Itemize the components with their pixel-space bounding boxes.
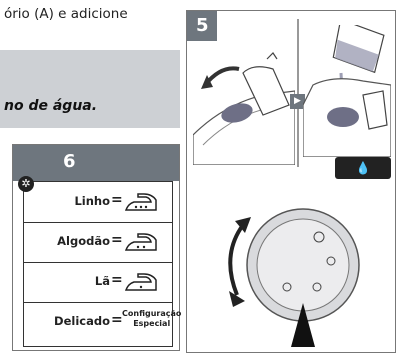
equals-sign: = [111, 312, 123, 328]
setting-row-linho: Linho = [24, 182, 172, 223]
special-line-1: Configuração [122, 309, 182, 318]
setting-row-la: Lã = [24, 262, 172, 303]
setting-label: Delicado [54, 314, 110, 328]
intro-text: ório (A) e adicione [4, 6, 128, 22]
step-divider [297, 19, 299, 167]
special-setting-text: Configuração Especial [122, 309, 181, 329]
water-drop-icon: 💧 [355, 161, 371, 175]
step-5-header: 5 [187, 11, 217, 41]
iron-three-dots-icon [124, 193, 157, 211]
iron-two-dots-icon [124, 233, 157, 251]
step-5-panel: 5 ▶ 💧 330mL [186, 10, 396, 353]
note-banner-text: no de água. [4, 98, 98, 114]
equals-sign: = [111, 272, 123, 288]
dial-rotate-arrow-icon [228, 223, 245, 296]
dial-pointer [291, 303, 315, 347]
steam-dial-illustration [228, 208, 360, 347]
pouring-water-illustration [303, 25, 391, 157]
special-line-2: Especial [133, 319, 171, 328]
step-6-header: 6 [13, 145, 179, 181]
water-amount-badge: 💧 330mL [335, 157, 391, 197]
water-amount-label: 330mL [340, 183, 386, 197]
next-step-arrow-icon: ▶ [290, 94, 305, 109]
setting-label: Linho [74, 194, 110, 208]
iron-one-dot-icon [124, 273, 157, 291]
equals-sign: = [111, 192, 123, 208]
step-6-panel: 6 ✲ Linho = Algodão = Lã = [12, 144, 181, 351]
equals-sign: = [111, 232, 123, 248]
setting-row-algodao: Algodão = [24, 222, 172, 263]
settings-gear-icon: ✲ [18, 176, 34, 192]
fabric-settings-table: ✲ Linho = Algodão = Lã = [18, 176, 181, 347]
setting-row-delicado: Delicado = Configuração Especial [24, 302, 181, 342]
setting-label: Algodão [57, 234, 110, 248]
note-banner [0, 50, 180, 128]
iron-lid-open-illustration [193, 52, 295, 165]
step-6-number: 6 [63, 151, 76, 172]
step-5-number: 5 [196, 15, 209, 36]
setting-label: Lã [94, 274, 110, 288]
